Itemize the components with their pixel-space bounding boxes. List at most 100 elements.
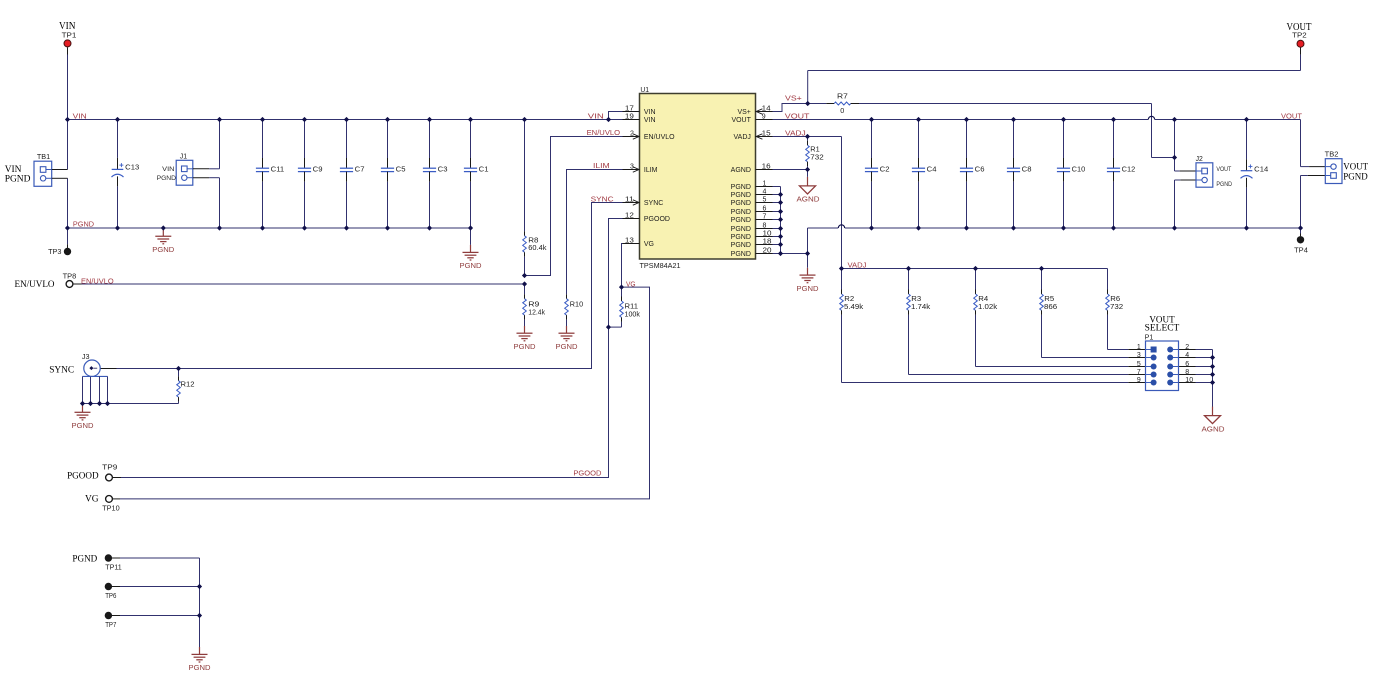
- svg-text:VOUT: VOUT: [1343, 162, 1368, 173]
- svg-text:PGND: PGND: [731, 209, 751, 216]
- svg-text:6: 6: [763, 206, 767, 213]
- svg-text:VADJ: VADJ: [848, 260, 867, 269]
- svg-text:5: 5: [1137, 361, 1141, 368]
- svg-text:12: 12: [625, 213, 634, 220]
- svg-text:R10: R10: [570, 299, 583, 308]
- svg-text:10: 10: [763, 231, 772, 238]
- svg-text:C14: C14: [1254, 164, 1268, 173]
- svg-text:EN/UVLO: EN/UVLO: [587, 128, 621, 137]
- svg-text:U1: U1: [640, 85, 649, 94]
- svg-text:C8: C8: [1022, 165, 1032, 174]
- svg-text:R4: R4: [978, 294, 988, 303]
- svg-text:VOUT: VOUT: [1287, 22, 1312, 33]
- svg-text:C1: C1: [479, 165, 489, 174]
- svg-text:TP6: TP6: [105, 591, 116, 600]
- svg-text:VIN: VIN: [59, 21, 76, 32]
- svg-text:PGOOD: PGOOD: [573, 469, 602, 478]
- svg-text:AGND: AGND: [797, 195, 821, 204]
- svg-text:C5: C5: [396, 165, 406, 174]
- svg-text:3: 3: [630, 164, 634, 171]
- svg-text:732: 732: [810, 152, 823, 161]
- svg-text:PGND: PGND: [731, 192, 751, 199]
- svg-text:TP3: TP3: [48, 247, 61, 256]
- svg-text:VG: VG: [626, 279, 636, 288]
- svg-text:R9: R9: [528, 299, 539, 308]
- svg-text:EN/UVLO: EN/UVLO: [81, 276, 114, 285]
- svg-text:PGOOD: PGOOD: [644, 216, 670, 223]
- svg-text:19: 19: [625, 114, 634, 121]
- svg-text:TP4: TP4: [1294, 246, 1308, 255]
- svg-text:15: 15: [762, 131, 771, 138]
- svg-text:2: 2: [1185, 344, 1189, 351]
- svg-text:VADJ: VADJ: [734, 134, 751, 141]
- svg-text:VIN: VIN: [5, 164, 22, 175]
- svg-text:1.74k: 1.74k: [911, 302, 931, 311]
- svg-text:8: 8: [763, 223, 767, 230]
- svg-text:PGND: PGND: [1216, 181, 1232, 188]
- svg-text:VS+: VS+: [737, 109, 750, 116]
- svg-text:12.4k: 12.4k: [528, 307, 545, 316]
- svg-text:TP7: TP7: [105, 620, 116, 629]
- svg-text:17: 17: [625, 106, 634, 113]
- svg-text:C6: C6: [975, 165, 985, 174]
- svg-text:TPSM84A21: TPSM84A21: [640, 261, 681, 270]
- svg-text:9: 9: [1137, 377, 1141, 384]
- svg-text:C12: C12: [1122, 165, 1136, 174]
- svg-text:R7: R7: [837, 92, 848, 101]
- svg-text:TP8: TP8: [63, 271, 77, 280]
- svg-text:R8: R8: [528, 235, 538, 244]
- svg-text:VIN: VIN: [644, 109, 656, 116]
- svg-text:13: 13: [625, 238, 634, 245]
- svg-text:TP9: TP9: [102, 463, 117, 472]
- svg-text:ILIM: ILIM: [644, 167, 658, 174]
- svg-text:1: 1: [763, 181, 767, 188]
- svg-text:10: 10: [1185, 377, 1193, 384]
- svg-text:TP10: TP10: [102, 503, 120, 512]
- svg-text:PGND: PGND: [514, 342, 537, 351]
- svg-text:5: 5: [763, 197, 767, 204]
- svg-text:7: 7: [1137, 369, 1141, 376]
- svg-text:C11: C11: [271, 165, 285, 174]
- svg-text:PGND: PGND: [731, 226, 751, 233]
- svg-text:0: 0: [840, 106, 844, 115]
- svg-text:EN/UVLO: EN/UVLO: [644, 134, 675, 141]
- svg-text:PGND: PGND: [731, 251, 751, 258]
- svg-text:732: 732: [1110, 302, 1123, 311]
- svg-text:4: 4: [763, 189, 767, 196]
- svg-text:1.02k: 1.02k: [978, 302, 998, 311]
- svg-text:VOUT: VOUT: [1281, 111, 1302, 120]
- svg-text:AGND: AGND: [731, 167, 751, 174]
- svg-text:14: 14: [762, 106, 771, 113]
- svg-text:VOUT: VOUT: [1149, 315, 1174, 325]
- svg-text:TB1: TB1: [37, 152, 50, 161]
- svg-text:J2: J2: [1196, 154, 1203, 163]
- svg-text:5.49k: 5.49k: [844, 302, 864, 311]
- svg-text:7: 7: [763, 214, 767, 221]
- svg-text:TP2: TP2: [1292, 31, 1307, 40]
- svg-text:3: 3: [1137, 352, 1141, 359]
- svg-text:R6: R6: [1110, 294, 1120, 303]
- svg-text:R2: R2: [844, 294, 854, 303]
- svg-text:PGND: PGND: [72, 421, 95, 430]
- svg-text:PGND: PGND: [73, 219, 95, 228]
- svg-text:ILIM: ILIM: [593, 161, 610, 170]
- svg-text:VG: VG: [644, 241, 654, 248]
- svg-text:PGND: PGND: [731, 234, 751, 241]
- svg-text:R5: R5: [1044, 294, 1054, 303]
- svg-text:100k: 100k: [625, 309, 641, 318]
- svg-text:9: 9: [762, 114, 766, 121]
- svg-text:PGND: PGND: [556, 342, 579, 351]
- svg-text:PGND: PGND: [731, 184, 751, 191]
- svg-text:2: 2: [630, 131, 634, 138]
- svg-text:C13: C13: [125, 163, 139, 172]
- svg-text:PGND: PGND: [157, 175, 177, 182]
- svg-text:P1: P1: [1145, 333, 1154, 342]
- svg-text:VOUT: VOUT: [785, 111, 810, 120]
- svg-text:C4: C4: [927, 165, 937, 174]
- svg-text:TB2: TB2: [1325, 150, 1339, 159]
- svg-text:R3: R3: [911, 294, 921, 303]
- svg-text:20: 20: [763, 248, 772, 255]
- svg-text:SYNC: SYNC: [644, 200, 663, 207]
- svg-text:C10: C10: [1072, 165, 1086, 174]
- svg-text:PGND: PGND: [152, 245, 175, 254]
